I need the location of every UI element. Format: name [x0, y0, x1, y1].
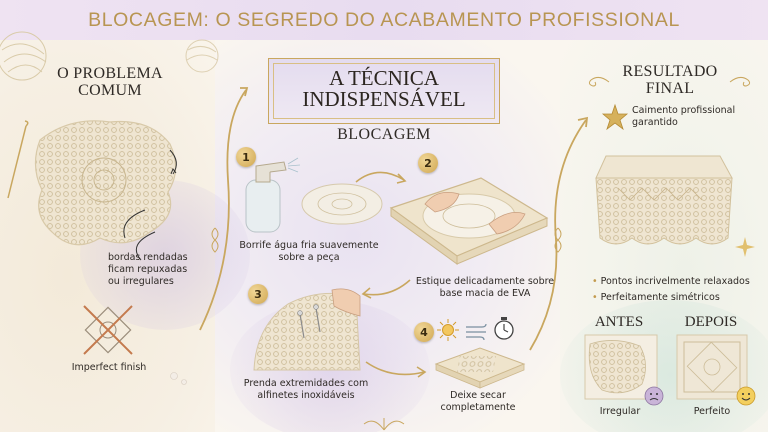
- step-3-badge: 3: [248, 284, 268, 304]
- drying-mat-illustration: [434, 347, 526, 389]
- step-4-text: Deixe secar completamente: [440, 390, 516, 414]
- before-swatch: [584, 334, 658, 400]
- eva-mat-stretch-illustration: [389, 177, 549, 265]
- step-3-text: Prenda extremidades com alfinetes inoxid…: [243, 378, 369, 402]
- problem-heading: O PROBLEMA COMUM: [57, 65, 163, 99]
- finished-tablecloth-illustration: [595, 155, 733, 245]
- flow-arrow: [365, 361, 427, 378]
- before-heading: ANTES: [594, 314, 644, 330]
- title-bar: BLOCAGEM: O SEGREDO DO ACABAMENTO PROFIS…: [0, 0, 768, 40]
- step-4-badge: 4: [414, 322, 434, 342]
- sun-icon: [437, 319, 459, 341]
- result-bullet-1: •Pontos incrivelmente relaxados: [592, 276, 750, 287]
- pearl-decor: [170, 372, 187, 385]
- star-icon: [601, 103, 629, 131]
- pointer-arrows: [123, 149, 177, 261]
- ornament-icon: [363, 418, 405, 431]
- after-heading: DEPOIS: [684, 314, 738, 330]
- flow-arrow: [361, 279, 411, 299]
- imperfect-icon: [83, 305, 133, 355]
- imperfect-label: Imperfect finish: [71, 362, 147, 373]
- flow-arrow: [529, 116, 589, 351]
- yarn-ball-icon: [185, 39, 219, 73]
- flourish-icon: [729, 76, 751, 87]
- heading-box-inner-border: [273, 63, 495, 119]
- problem-note: bordas rendadas ficam repuxadas ou irreg…: [108, 252, 188, 288]
- ornament-icon: [211, 227, 219, 253]
- result-heading: RESULTADO FINAL: [622, 63, 718, 97]
- smile-face-icon: [736, 386, 756, 406]
- before-label: Irregular: [599, 406, 641, 417]
- ornament-icon: [554, 227, 562, 253]
- technique-heading-box: A TÉCNICA INDISPENSÁVEL: [268, 58, 500, 124]
- after-label: Perfeito: [693, 406, 731, 417]
- flow-arrow: [199, 87, 249, 331]
- step-2-badge: 2: [418, 153, 438, 173]
- flourish-icon: [588, 76, 610, 87]
- step-2-text: Estique delicadamente sobre base macia d…: [415, 276, 555, 300]
- page-title: BLOCAGEM: O SEGREDO DO ACABAMENTO PROFIS…: [88, 8, 680, 31]
- result-bullet-2: •Perfeitamente simétricos: [592, 292, 720, 303]
- yarn-ball-icon: [0, 31, 47, 81]
- technique-heading: A TÉCNICA INDISPENSÁVEL: [302, 66, 466, 112]
- spray-bottle-illustration: [245, 157, 383, 233]
- sparkle-icon: [735, 237, 755, 257]
- timer-icon: [494, 317, 514, 340]
- irregular-doily-illustration: [34, 120, 177, 246]
- step-1-badge: 1: [236, 147, 256, 167]
- flow-arrow: [355, 171, 407, 184]
- technique-subheading: BLOCAGEM: [337, 126, 431, 143]
- step-1-text: Borrife água fria suavemente sobre a peç…: [239, 240, 379, 264]
- result-star-text: Caimento profissional garantido: [632, 105, 736, 129]
- crochet-hook-icon: [7, 120, 29, 199]
- pinning-lace-illustration: [253, 288, 361, 371]
- after-swatch: [676, 334, 748, 400]
- wind-icon: [466, 323, 487, 341]
- sad-face-icon: [644, 386, 664, 406]
